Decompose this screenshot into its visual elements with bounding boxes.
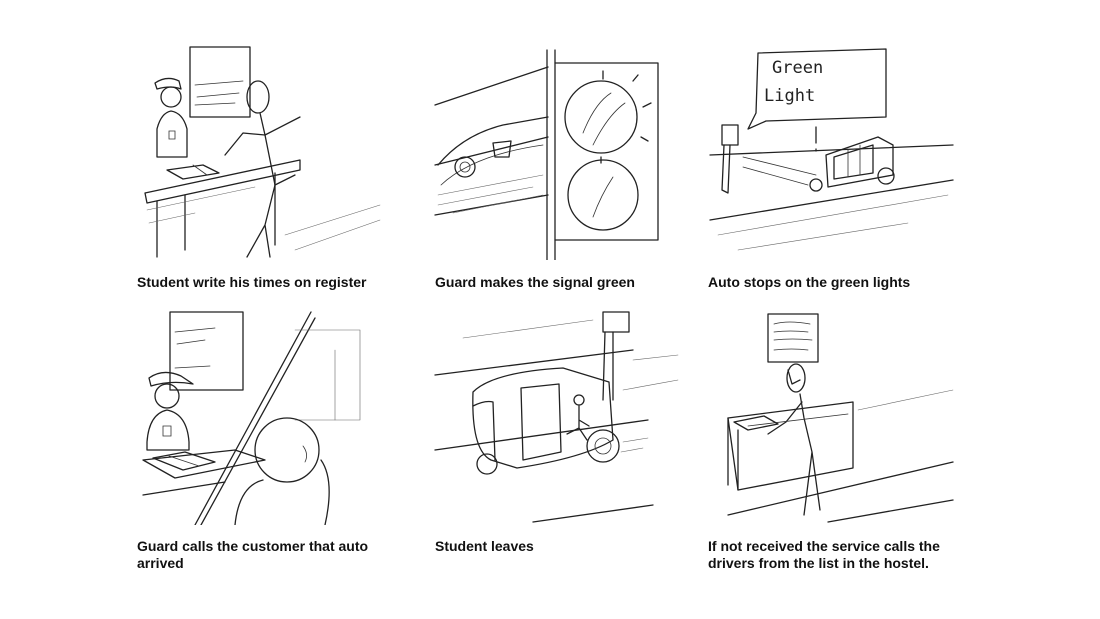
speech-bubble-shape [747,48,887,130]
sketch-auto-stops-drawing: Green Light [709,48,954,251]
sketch-panel-auto-stops: Green Light [708,45,958,260]
sketch-panel-student-leaves [433,310,683,525]
caption-panel-4: Guard calls the customer that auto arriv… [137,538,369,571]
sketch-panel-calls-drivers [708,310,958,525]
sketch-guard-calls-drawing [142,311,361,525]
caption-panel-5: Student leaves [435,538,534,554]
sketch-panel-signal [433,45,683,260]
sketch-signal-drawing [434,49,659,260]
sketch-register-drawing [144,46,381,258]
sketch-panel-register [135,45,385,260]
sketch-panel-guard-calls [135,310,385,525]
speech-bubble-line-2: Light [764,86,815,106]
sketch-student-leaves-drawing [434,311,679,523]
caption-panel-2: Guard makes the signal green [435,274,635,290]
speech-bubble-line-1: Green [772,58,823,78]
sketch-calls-drivers-drawing [727,313,954,523]
caption-panel-3: Auto stops on the green lights [708,274,911,290]
caption-panel-6: If not received the service calls the dr… [708,538,940,571]
caption-panel-1: Student write his times on register [137,274,367,290]
